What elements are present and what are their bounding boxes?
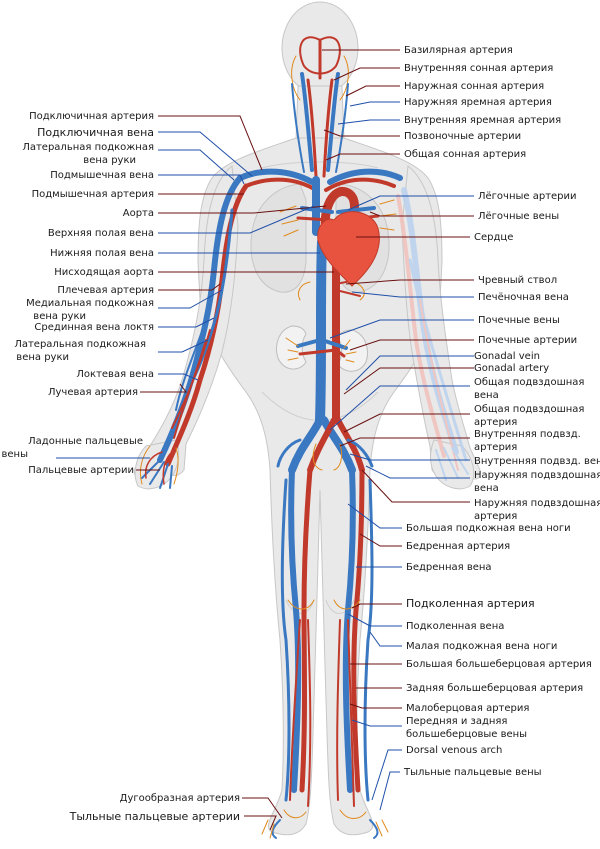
label-popliteal-artery: Подколенная артерия — [406, 597, 535, 610]
label-internal-iliac-vein: Внутренняя подвзд. вена — [474, 456, 600, 467]
label-basilic-vein-2: вена руки — [33, 311, 86, 322]
label-external-iliac-artery-2: артерия — [474, 511, 517, 522]
label-cephalic-vein-1: Латеральная подкожная — [22, 142, 154, 153]
label-internal-carotid: Внутренняя сонная артерия — [404, 63, 553, 74]
label-palmar-digital-veins-2: вены — [2, 449, 28, 460]
label-celiac-trunk: Чревный ствол — [478, 275, 557, 286]
label-inferior-vena-cava: Нижняя полая вена — [50, 248, 154, 259]
label-common-iliac-artery-2: артерия — [474, 417, 517, 428]
label-common-carotid: Общая сонная артерия — [404, 149, 526, 160]
lung-left — [250, 183, 307, 293]
label-small-saphenous-vein: Малая подкожная вена ноги — [406, 641, 557, 652]
label-renal-veins: Почечные вены — [478, 315, 560, 326]
label-dorsal-digital-arteries: Тыльные пальцевые артерии — [69, 810, 240, 823]
label-gonadal-artery: Gonadal artery — [474, 363, 549, 374]
label-superior-vena-cava: Верхняя полая вена — [48, 228, 154, 239]
labels-right: Базилярная артерия Внутренняя сонная арт… — [403, 45, 600, 778]
label-posterior-tibial-artery: Задняя большеберцовая артерия — [406, 683, 583, 694]
label-descending-aorta: Нисходящая аорта — [54, 267, 154, 278]
label-fibular-artery: Малоберцовая артерия — [406, 703, 529, 714]
knee-right — [325, 599, 355, 614]
arm-left-vessels — [139, 175, 249, 489]
torso-and-legs — [197, 137, 443, 836]
label-anterior-tibial-artery: Большая большеберцовая артерия — [406, 659, 592, 670]
label-tibial-veins-1: Передняя и задняя — [406, 716, 507, 727]
label-brachial-artery: Плечевая артерия — [57, 285, 154, 296]
label-renal-arteries: Почечные артерии — [478, 335, 577, 346]
label-external-carotid: Наружная сонная артерия — [404, 81, 544, 92]
label-pulmonary-veins: Лёгочные вены — [478, 211, 559, 222]
label-radial-artery: Лучевая артерия — [48, 387, 138, 398]
label-ulnar-vein: Локтевая вена — [76, 369, 154, 380]
knee-left — [285, 599, 315, 614]
label-common-iliac-artery-1: Общая подвздошная — [474, 404, 584, 415]
kidney-left — [276, 325, 307, 370]
label-cephalic-vein-lower-2: вена руки — [16, 352, 69, 363]
label-basilic-vein-1: Медиальная подкожная — [26, 298, 154, 309]
head-neck-vessels — [291, 36, 349, 178]
arm-right — [401, 165, 481, 480]
label-median-cubital-vein: Срединная вена локтя — [34, 322, 154, 333]
label-external-iliac-vein-2: вена — [474, 483, 499, 494]
label-femoral-vein: Бедренная вена — [406, 562, 492, 573]
label-arcuate-artery: Дугообразная артерия — [120, 793, 240, 804]
label-external-iliac-artery-1: Наружняя подвздошная — [474, 498, 600, 509]
label-femoral-artery: Бедренная артерия — [406, 541, 510, 552]
label-internal-iliac-artery-1: Внутренняя подвзд. — [474, 429, 581, 440]
heart — [317, 211, 380, 287]
label-tibial-veins-2: большеберцовые вены — [406, 729, 527, 740]
leader-lines — [56, 49, 474, 831]
label-common-iliac-vein-1: Общая подвздошная — [474, 377, 584, 388]
label-aorta: Аорта — [123, 208, 154, 219]
label-subclavian-vein: Подключичная вена — [37, 126, 154, 139]
label-great-saphenous-vein: Большая подкожная вена ноги — [406, 523, 571, 534]
label-internal-jugular: Внутренняя яремная артерия — [404, 115, 561, 126]
label-hepatic-vein: Печёночная вена — [478, 292, 569, 303]
label-dorsal-venous-arch: Dorsal venous arch — [406, 745, 502, 756]
label-heart: Сердце — [474, 232, 513, 243]
label-axillary-vein: Подмышечная вена — [50, 170, 154, 181]
label-basilar-artery: Базилярная артерия — [404, 45, 513, 56]
clavicle-line — [261, 161, 379, 169]
label-pulmonary-arteries: Лёгочные артерии — [478, 191, 577, 202]
label-external-iliac-vein-1: Наружняя подвздошная — [474, 470, 600, 481]
label-vertebral-arteries: Позвоночные артерии — [404, 131, 521, 142]
label-cephalic-vein-2: вена руки — [83, 155, 136, 166]
label-popliteal-vein: Подколенная вена — [406, 621, 504, 632]
label-axillary-artery: Подмышечная артерия — [32, 189, 154, 200]
label-external-jugular: Наружняя яремная артерия — [404, 97, 552, 108]
label-cephalic-vein-lower-1: Латеральная подкожная — [14, 339, 146, 350]
label-digital-arteries: Пальцевые артерии — [28, 465, 134, 476]
leg-vessels — [261, 467, 389, 839]
label-subclavian-artery: Подключичная артерия — [29, 111, 154, 122]
label-palmar-digital-veins-1: Ладонные пальцевые — [28, 436, 143, 447]
label-gonadal-vein: Gonadal vein — [474, 351, 540, 362]
labels-left: Подключичная артерия Подключичная вена Л… — [2, 111, 240, 823]
label-internal-iliac-artery-2: артерия — [474, 442, 517, 453]
label-common-iliac-vein-2: вена — [474, 390, 499, 401]
label-dorsal-digital-veins: Тыльные пальцевые вены — [403, 767, 542, 778]
